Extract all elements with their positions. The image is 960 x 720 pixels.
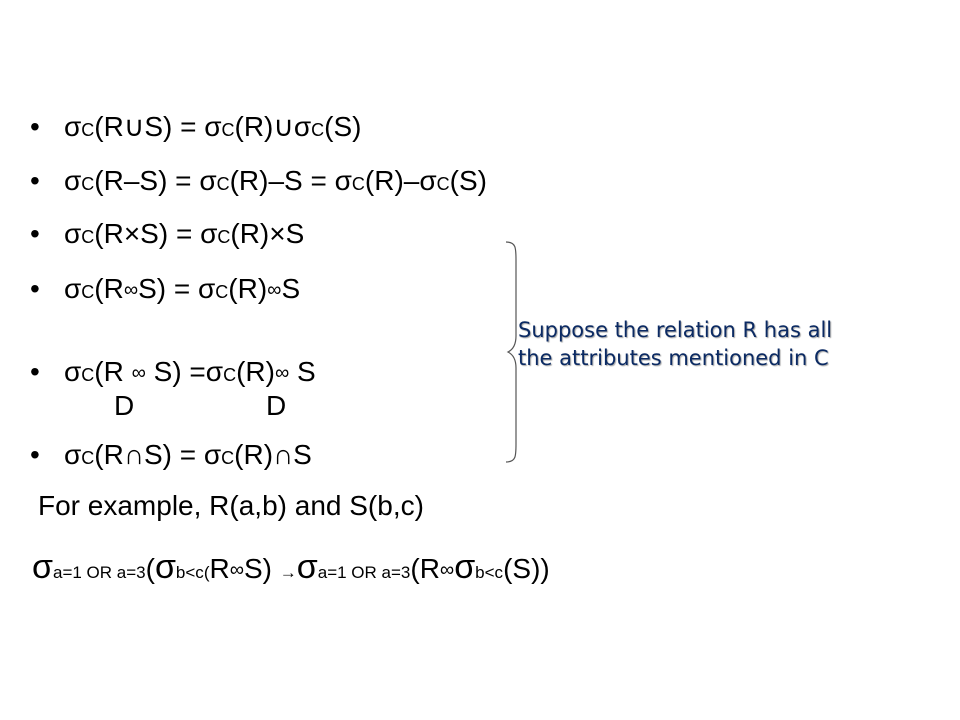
- note-callout: Suppose the relation R has all the attri…: [518, 316, 832, 372]
- join-symbol: ∞: [439, 559, 455, 581]
- example-formula: σa=1 OR a=3(σb<c(R∞S) →σa=1 OR a=3(R∞σb<…: [32, 548, 550, 586]
- bullet: •: [30, 218, 40, 249]
- bullet: •: [30, 165, 40, 196]
- arrow-icon: →: [279, 563, 297, 582]
- rule-intersection: σC(R∩S) = σC(R)∩S: [64, 439, 312, 470]
- join-symbol: ∞: [229, 559, 244, 581]
- join-symbol: ∞: [123, 279, 139, 301]
- rule-theta-join: σC(R ∞ S) =σC(R)∞ S: [64, 356, 316, 387]
- note-line: Suppose the relation R has all: [518, 318, 833, 342]
- join-symbol: ∞: [274, 362, 290, 384]
- bullet: •: [30, 111, 40, 142]
- bullet: •: [30, 273, 40, 304]
- note-line: the attributes mentioned in C: [518, 346, 829, 370]
- rule-union: σC(R∪S) = σC(R)∪σC(S): [64, 111, 362, 142]
- example-text: For example, R(a,b) and S(b,c): [38, 490, 424, 521]
- bullet: •: [30, 356, 40, 387]
- rule-natural-join: σC(R∞S) = σC(R)∞S: [64, 273, 301, 304]
- join-condition-d: D: [266, 390, 287, 421]
- curly-brace-icon: [505, 241, 517, 463]
- rule-difference: σC(R–S) = σC(R)–S = σC(R)–σC(S): [64, 165, 487, 196]
- join-symbol: ∞: [267, 279, 282, 301]
- join-condition-d: D: [114, 390, 135, 421]
- bullet: •: [30, 439, 40, 470]
- join-symbol: ∞: [131, 362, 146, 384]
- rule-product: σC(R×S) = σC(R)×S: [64, 218, 305, 249]
